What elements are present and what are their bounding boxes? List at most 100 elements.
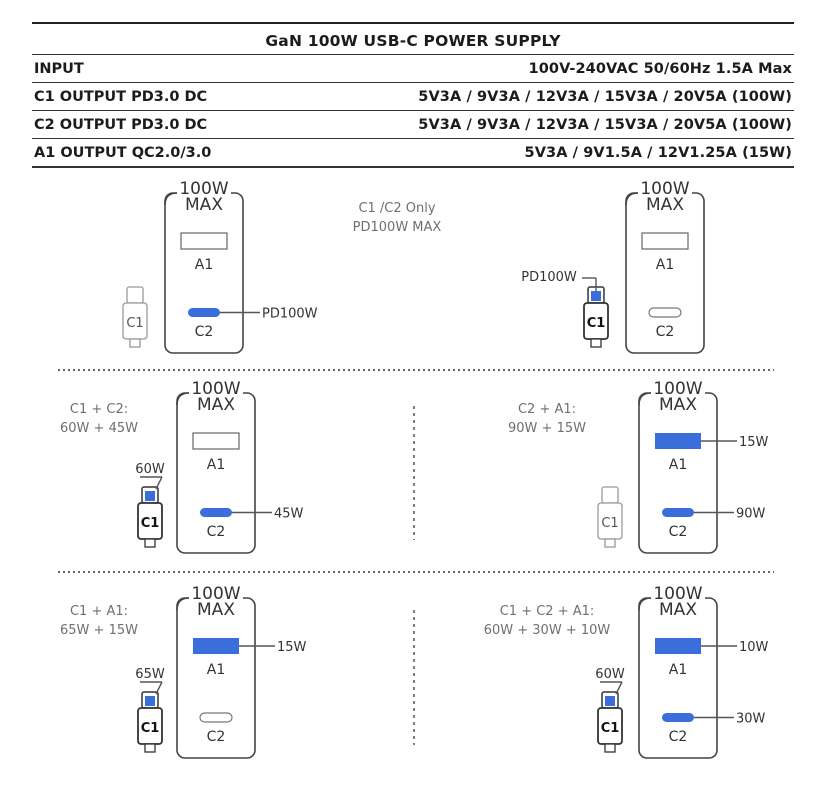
usb-c-port-active <box>200 508 232 517</box>
spec-row-a1: A1 OUTPUT QC2.0/3.0 5V3A / 9V1.5A / 12V1… <box>32 138 794 166</box>
spec-table: GaN 100W USB-C POWER SUPPLY INPUT 100V-2… <box>32 22 794 168</box>
charger-corner <box>176 597 190 611</box>
c1-power-label: 60W <box>135 462 165 477</box>
plug-strain-relief <box>129 338 141 348</box>
max-label: MAX <box>185 195 223 215</box>
a1-power-label: 15W <box>739 435 769 450</box>
charger-corner <box>638 392 652 406</box>
plug-tip <box>126 286 144 304</box>
usb-c-port <box>199 712 233 723</box>
c2-power-label: 30W <box>736 712 766 727</box>
charger-corner <box>176 392 190 406</box>
port-label-c2: C2 <box>207 729 226 745</box>
spec-row-label: INPUT <box>34 60 84 77</box>
plug-label-c1: C1 <box>601 721 620 736</box>
table-top-rule <box>32 22 794 24</box>
spec-row-c1: C1 OUTPUT PD3.0 DC 5V3A / 9V3A / 12V3A /… <box>32 82 794 110</box>
usb-c-port-active <box>662 508 694 517</box>
label-backdrop <box>177 177 231 207</box>
usb-a-port <box>641 232 689 250</box>
power-rating-label: 100W <box>191 584 240 604</box>
plug-tip <box>601 486 619 504</box>
usb-c-port-active <box>662 713 694 722</box>
plug-strain-relief <box>604 538 616 548</box>
max-label: MAX <box>659 600 697 620</box>
scenario-caption: PD100W MAX <box>353 220 442 235</box>
c2-power-label: PD100W <box>262 307 318 322</box>
plug-tip-active <box>145 491 155 501</box>
plug-label-c1: C1 <box>587 316 606 331</box>
max-label: MAX <box>197 600 235 620</box>
usb-a-port-active <box>655 638 701 654</box>
usb-c-port-active <box>188 308 220 317</box>
charger-corner <box>625 192 639 206</box>
label-backdrop <box>189 377 243 407</box>
plug-tip-active <box>591 291 601 301</box>
charger-corner <box>638 597 652 611</box>
c1-power-label: PD100W <box>521 270 577 285</box>
spec-row-value: 5V3A / 9V3A / 12V3A / 15V3A / 20V5A (100… <box>418 116 792 133</box>
usb-c-port <box>648 307 682 318</box>
port-label-c2: C2 <box>207 524 226 540</box>
spec-row-input: INPUT 100V-240VAC 50/60Hz 1.5A Max <box>32 54 794 82</box>
plug-strain-relief <box>604 743 616 753</box>
scenario-caption: 90W + 15W <box>508 421 586 436</box>
c1-power-label: 60W <box>595 667 625 682</box>
c2-power-label: 90W <box>736 507 766 522</box>
scenario-caption: C1 + A1: <box>70 604 128 619</box>
plug-strain-relief <box>144 743 156 753</box>
callout-line <box>155 681 163 695</box>
label-backdrop <box>651 377 705 407</box>
port-label-c2: C2 <box>195 324 214 340</box>
spec-row-label: A1 OUTPUT QC2.0/3.0 <box>34 144 212 161</box>
callout-line <box>155 476 163 490</box>
label-backdrop <box>189 582 243 612</box>
usb-a-port <box>180 232 228 250</box>
max-label: MAX <box>659 395 697 415</box>
scenario-caption: C2 + A1: <box>518 402 576 417</box>
spec-row-label: C2 OUTPUT PD3.0 DC <box>34 116 208 133</box>
power-rating-label: 100W <box>191 379 240 399</box>
port-label-a1: A1 <box>207 662 225 678</box>
plug-strain-relief <box>144 538 156 548</box>
plug-tip-active <box>605 696 615 706</box>
spec-row-value: 5V3A / 9V3A / 12V3A / 15V3A / 20V5A (100… <box>418 88 792 105</box>
spec-title: GaN 100W USB-C POWER SUPPLY <box>265 32 561 50</box>
power-rating-label: 100W <box>653 584 702 604</box>
max-label: MAX <box>197 395 235 415</box>
port-label-c2: C2 <box>669 729 688 745</box>
c2-power-label: 45W <box>274 507 304 522</box>
spec-row-value: 5V3A / 9V1.5A / 12V1.25A (15W) <box>524 144 792 161</box>
port-label-c2: C2 <box>656 324 675 340</box>
scenario-caption: C1 + C2 + A1: <box>500 604 595 619</box>
usb-a-port-active <box>193 638 239 654</box>
port-label-a1: A1 <box>195 257 213 273</box>
plug-label-c1: C1 <box>141 721 160 736</box>
usb-a-port-active <box>655 433 701 449</box>
scenario-caption: 65W + 15W <box>60 623 138 638</box>
table-bottom-rule <box>32 166 794 168</box>
max-label: MAX <box>646 195 684 215</box>
power-rating-label: 100W <box>179 179 228 199</box>
scenario-caption: C1 + C2: <box>70 402 128 417</box>
port-label-a1: A1 <box>656 257 674 273</box>
scenario-caption: 60W + 45W <box>60 421 138 436</box>
a1-power-label: 10W <box>739 640 769 655</box>
plug-label-c1: C1 <box>141 516 160 531</box>
usb-a-port <box>192 432 240 450</box>
label-backdrop <box>651 582 705 612</box>
spec-row-c2: C2 OUTPUT PD3.0 DC 5V3A / 9V3A / 12V3A /… <box>32 110 794 138</box>
port-label-a1: A1 <box>207 457 225 473</box>
plug-label-c1: C1 <box>126 316 143 331</box>
callout-line <box>615 681 623 695</box>
spec-row-value: 100V-240VAC 50/60Hz 1.5A Max <box>528 60 792 77</box>
scenario-caption: 60W + 30W + 10W <box>484 623 611 638</box>
plug-tip-active <box>145 696 155 706</box>
a1-power-label: 15W <box>277 640 307 655</box>
